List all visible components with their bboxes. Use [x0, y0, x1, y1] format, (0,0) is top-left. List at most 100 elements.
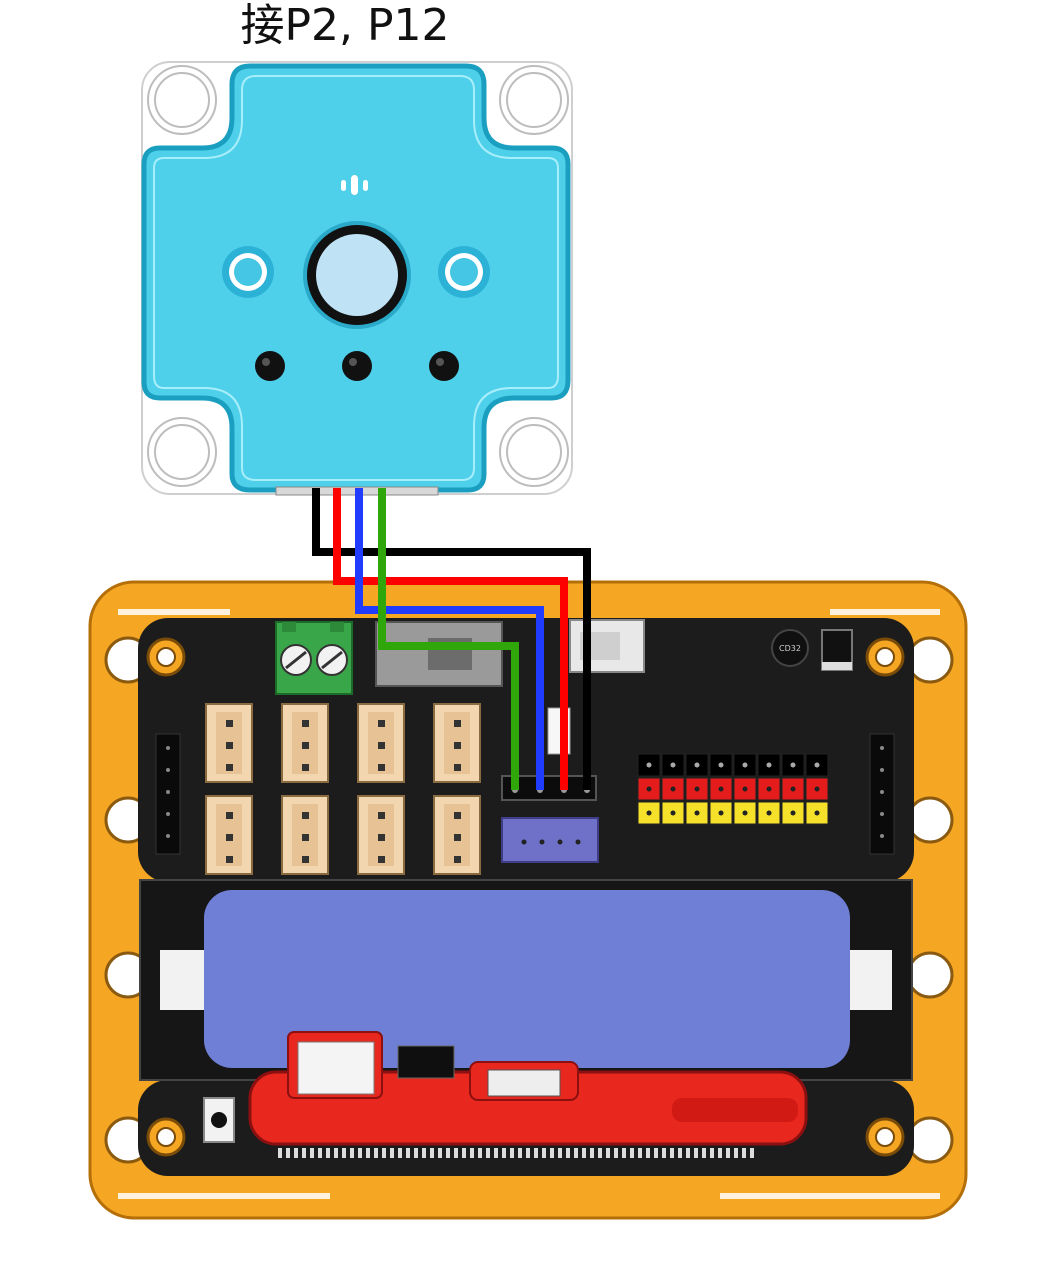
buzzer-label: CD32 [779, 644, 801, 653]
edge-pin [710, 1148, 714, 1158]
jst-connector [357, 703, 405, 783]
edge-pin [286, 1148, 290, 1158]
edge-pin [342, 1148, 346, 1158]
edge-pin [358, 1148, 362, 1158]
edge-pin [406, 1148, 410, 1158]
header-pin [637, 753, 661, 777]
header-pin [805, 777, 829, 801]
edge-pin [534, 1148, 538, 1158]
edge-pin [662, 1148, 666, 1158]
jst-connector [281, 703, 329, 783]
edge-pin [734, 1148, 738, 1158]
header-pin [685, 753, 709, 777]
pin-header-grid [637, 753, 829, 825]
module-pins [255, 351, 459, 381]
header-pin [685, 801, 709, 825]
edge-pin [598, 1148, 602, 1158]
battery-holder [139, 879, 913, 1081]
jst-connector [205, 795, 253, 875]
header-pin [733, 753, 757, 777]
header-pin [661, 753, 685, 777]
header-pin [805, 801, 829, 825]
usb-port [569, 619, 645, 673]
edge-pin [390, 1148, 394, 1158]
header-pin [757, 777, 781, 801]
header-pin [781, 777, 805, 801]
header-pin [709, 753, 733, 777]
buzzer: CD32 [771, 629, 809, 667]
edge-pin [654, 1148, 658, 1158]
edge-pin [382, 1148, 386, 1158]
edge-pin [310, 1148, 314, 1158]
edge-pin [518, 1148, 522, 1158]
jst-connectors [205, 703, 481, 875]
indicator-icon [341, 175, 368, 195]
edge-pin [574, 1148, 578, 1158]
header-pin [733, 801, 757, 825]
purple-connector [501, 817, 599, 863]
edge-pin [494, 1148, 498, 1158]
reset-button [203, 1097, 235, 1143]
edge-pin [702, 1148, 706, 1158]
edge-pin [646, 1148, 650, 1158]
header-pin [637, 777, 661, 801]
edge-pin [374, 1148, 378, 1158]
edge-pin [542, 1148, 546, 1158]
edge-pin [742, 1148, 746, 1158]
jst-connector [433, 703, 481, 783]
edge-pin [302, 1148, 306, 1158]
sensor-module [141, 61, 573, 496]
edge-pin [446, 1148, 450, 1158]
edge-pin [454, 1148, 458, 1158]
wire-red [333, 488, 568, 790]
header-pin [661, 801, 685, 825]
edge-pin [566, 1148, 570, 1158]
header-pin [709, 801, 733, 825]
edge-pin [526, 1148, 530, 1158]
power-switch [375, 621, 503, 687]
edge-pin [558, 1148, 562, 1158]
header-pin [709, 777, 733, 801]
edge-pin [350, 1148, 354, 1158]
edge-pin [718, 1148, 722, 1158]
edge-pin [550, 1148, 554, 1158]
edge-pin [614, 1148, 618, 1158]
header-pin [781, 801, 805, 825]
right-header [869, 733, 895, 855]
header-pin [805, 753, 829, 777]
edge-pin [510, 1148, 514, 1158]
edge-pin [686, 1148, 690, 1158]
edge-pin [638, 1148, 642, 1158]
edge-pin [582, 1148, 586, 1158]
jst-connector [357, 795, 405, 875]
wire-black [312, 488, 591, 790]
edge-pin [422, 1148, 426, 1158]
wires [312, 488, 591, 790]
side-hole-right [438, 246, 490, 298]
edge-pin [630, 1148, 634, 1158]
header-pin [781, 753, 805, 777]
edge-pin [398, 1148, 402, 1158]
edge-pin [750, 1148, 754, 1158]
edge-pin [622, 1148, 626, 1158]
edge-pin [462, 1148, 466, 1158]
edge-connector [278, 1148, 754, 1158]
edge-pin [486, 1148, 490, 1158]
edge-pin [478, 1148, 482, 1158]
jst-connector [433, 795, 481, 875]
header-pin [661, 777, 685, 801]
edge-pin [278, 1148, 282, 1158]
header-pin [733, 777, 757, 801]
edge-pin [694, 1148, 698, 1158]
wiring-caption: 接P2, P12 [240, 0, 450, 51]
header-pin [685, 777, 709, 801]
edge-pin [430, 1148, 434, 1158]
edge-pin [470, 1148, 474, 1158]
header-pin [757, 801, 781, 825]
sensor-lens [303, 221, 411, 329]
edge-pin [670, 1148, 674, 1158]
microbit-slot [248, 1031, 808, 1146]
edge-pin [502, 1148, 506, 1158]
edge-pin [726, 1148, 730, 1158]
jst-connector [205, 703, 253, 783]
